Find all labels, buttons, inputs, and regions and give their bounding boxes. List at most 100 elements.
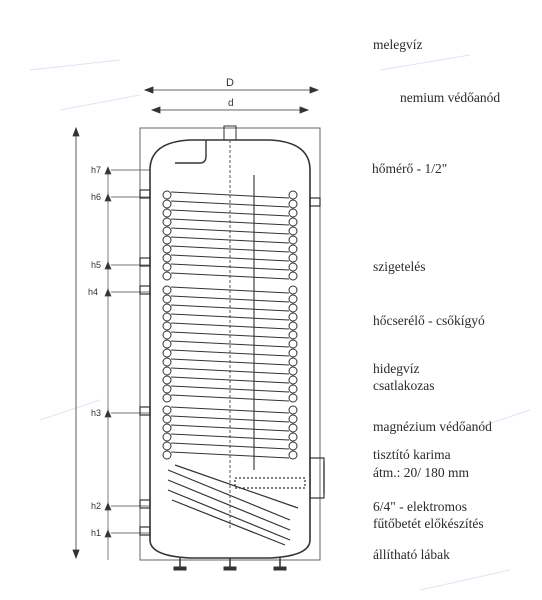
coil-turn-left	[162, 441, 172, 451]
coil-turn-right	[288, 384, 298, 394]
coil-turn-left	[162, 253, 172, 263]
coil-tube	[170, 191, 290, 199]
height-labels: h7 h6 h5 h4 h3 h2 h1	[88, 165, 101, 538]
coil-turn-left	[162, 217, 172, 227]
coil-turn-left	[162, 303, 172, 313]
label-heat-exchanger: hőcserélő - csőkígyó	[373, 313, 485, 328]
coil-tube	[170, 209, 290, 217]
dim-label-D: D	[226, 77, 234, 89]
coil-tube	[170, 376, 290, 384]
height-label-h7: h7	[91, 165, 101, 175]
label-thermometer: hőmérő - 1/2"	[372, 161, 448, 176]
coil-tube	[170, 406, 290, 414]
coil-turn-right	[288, 294, 298, 304]
coil-turn-left	[162, 312, 172, 322]
coil-turn-left	[162, 226, 172, 236]
label-magnesium-anode: magnézium védőanód	[373, 419, 492, 434]
coil-turn-left	[162, 366, 172, 376]
coil-turn-right	[288, 348, 298, 358]
coil-turn-left	[162, 190, 172, 200]
coil-turn-left	[162, 375, 172, 385]
coil-turn-right	[288, 253, 298, 263]
coil-turn-left	[162, 285, 172, 295]
coil-tube	[170, 304, 290, 312]
coil-tube	[170, 286, 290, 294]
coil-tube	[170, 424, 290, 432]
coil-tube	[170, 385, 290, 393]
heat-exchanger-coil	[162, 190, 298, 460]
coil-tube	[170, 218, 290, 226]
coil-turn-left	[162, 199, 172, 209]
coil-turn-right	[288, 190, 298, 200]
coil-turn-left	[162, 414, 172, 424]
coil-tube	[170, 442, 290, 450]
lower-inclined-coil	[167, 464, 306, 546]
coil-tube	[170, 394, 290, 402]
coil-turn-right	[288, 441, 298, 451]
label-cold-water-1: hidegvíz	[373, 361, 420, 376]
coil-tube	[170, 331, 290, 339]
coil-tube	[170, 367, 290, 375]
label-heater-2: fűtőbetét előkészítés	[373, 516, 484, 531]
coil-tube	[170, 349, 290, 357]
coil-turn-left	[162, 432, 172, 442]
coil-turn-right	[288, 312, 298, 322]
coil-turn-right	[288, 339, 298, 349]
coil-tube	[170, 322, 290, 330]
coil-turn-left	[162, 423, 172, 433]
coil-turn-left	[162, 405, 172, 415]
coil-turn-left	[162, 294, 172, 304]
label-heater-1: 6/4" - elektromos	[373, 499, 467, 514]
coil-turn-right	[288, 244, 298, 254]
coil-turn-left	[162, 262, 172, 272]
coil-turn-left	[162, 208, 172, 218]
tank-body	[149, 139, 311, 559]
coil-turn-left	[162, 271, 172, 281]
coil-tube	[170, 200, 290, 208]
coil-tube	[170, 415, 290, 423]
height-label-h3: h3	[91, 408, 101, 418]
coil-turn-right	[288, 271, 298, 281]
dimension-d-inner	[150, 106, 310, 114]
label-feet: állítható lábak	[373, 547, 450, 562]
coil-tube	[170, 236, 290, 244]
coil-turn-left	[162, 393, 172, 403]
coil-turn-left	[162, 235, 172, 245]
coil-tube	[170, 340, 290, 348]
background-scribbles	[29, 54, 531, 591]
coil-tube	[170, 295, 290, 303]
coil-turn-right	[288, 366, 298, 376]
coil-tube	[170, 227, 290, 235]
coil-turn-right	[288, 285, 298, 295]
coil-turn-left	[162, 348, 172, 358]
label-cold-water-2: csatlakozas	[373, 378, 435, 393]
coil-tube	[170, 263, 290, 271]
coil-turn-left	[162, 244, 172, 254]
coil-turn-right	[288, 330, 298, 340]
coil-turn-right	[288, 405, 298, 415]
coil-tube	[170, 358, 290, 366]
label-flange-1: tisztító karima	[373, 447, 451, 462]
coil-turn-left	[162, 339, 172, 349]
label-hot-water: melegvíz	[373, 37, 423, 52]
coil-turn-right	[288, 208, 298, 218]
anode-top-pipe	[175, 140, 207, 164]
height-label-h6: h6	[91, 192, 101, 202]
coil-tube	[170, 254, 290, 262]
coil-turn-right	[288, 235, 298, 245]
coil-tube	[170, 272, 290, 280]
coil-tube	[170, 245, 290, 253]
side-connections	[139, 189, 325, 536]
label-insulation: szigetelés	[373, 259, 426, 274]
coil-turn-right	[288, 393, 298, 403]
height-label-h1: h1	[91, 528, 101, 538]
coil-turn-right	[288, 423, 298, 433]
coil-turn-left	[162, 321, 172, 331]
coil-turn-right	[288, 321, 298, 331]
coil-turn-left	[162, 357, 172, 367]
coil-turn-right	[288, 303, 298, 313]
label-flange-2: átm.: 20/ 180 mm	[373, 465, 469, 480]
coil-turn-left	[162, 384, 172, 394]
coil-turn-right	[288, 217, 298, 227]
